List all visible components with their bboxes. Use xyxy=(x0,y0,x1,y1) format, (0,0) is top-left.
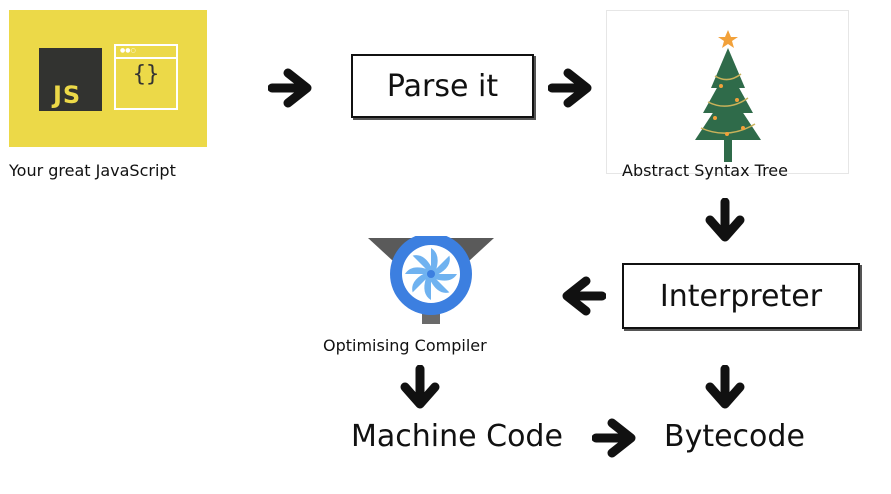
js-logo-text: JS xyxy=(53,81,82,109)
code-window-icon: ●●○ {} xyxy=(114,44,178,110)
javascript-logo-icon: JS ●●○ {} xyxy=(9,10,207,147)
js-square xyxy=(39,48,102,111)
arrow-right-icon xyxy=(548,68,592,108)
compiler-caption: Optimising Compiler xyxy=(323,336,487,355)
arrow-down-icon xyxy=(400,365,440,409)
parse-label: Parse it xyxy=(386,68,499,104)
arrow-right-icon xyxy=(592,418,636,458)
interpreter-box: Interpreter xyxy=(622,263,860,329)
turbofan-icon xyxy=(368,236,494,324)
window-title-bar: ●●○ xyxy=(116,46,176,59)
interpreter-label: Interpreter xyxy=(659,278,823,314)
arrow-left-icon xyxy=(562,276,606,316)
window-dots: ●●○ xyxy=(120,47,136,54)
bytecode-label: Bytecode xyxy=(664,419,805,454)
ast-caption: Abstract Syntax Tree xyxy=(622,161,788,180)
arrow-down-icon xyxy=(705,365,745,409)
machine-code-label: Machine Code xyxy=(351,419,563,454)
braces-glyph: {} xyxy=(132,62,160,87)
arrow-right-icon xyxy=(268,68,312,108)
christmas-tree-icon xyxy=(695,30,761,162)
ast-panel xyxy=(606,10,849,174)
javascript-caption: Your great JavaScript xyxy=(9,161,176,180)
arrow-down-icon xyxy=(705,198,745,242)
parse-box: Parse it xyxy=(351,54,534,118)
